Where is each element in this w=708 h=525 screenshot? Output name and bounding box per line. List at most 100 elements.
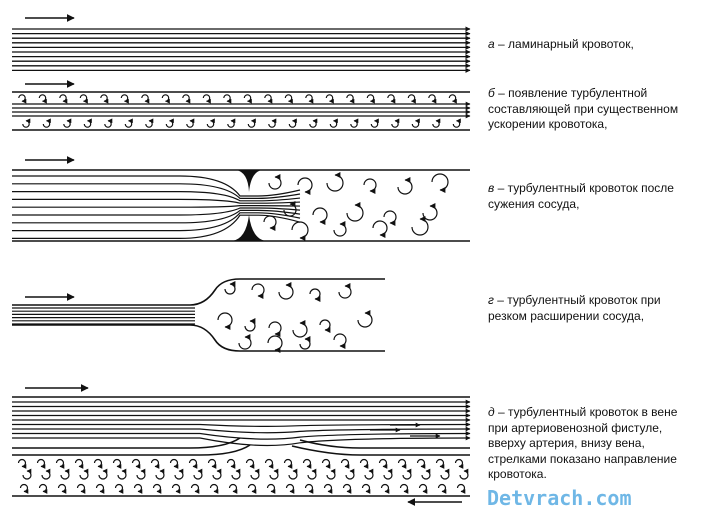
eddy-arrow [346,202,364,222]
caption-g: г – турбулентный кровоток при резком рас… [488,293,661,323]
eddy-arrow [432,118,441,128]
eddy-arrow [42,118,51,128]
streamline [12,205,301,208]
eddy-arrow [326,172,344,192]
eddy-arrow [18,94,27,104]
eddy-arrow [304,483,314,494]
eddy-arrow [346,94,355,104]
eddy-arrow [217,312,233,330]
eddy-arrow [278,282,294,300]
eddy-arrow [366,94,375,104]
eddy-arrow [321,458,331,469]
eddy-arrow [267,335,283,353]
eddy-arrow [63,118,72,128]
eddy-arrow [55,458,65,469]
eddy-arrow [38,94,47,104]
eddy-arrow [283,458,293,469]
eddy-arrow [95,483,105,494]
eddy-arrow [431,173,449,193]
eddy-arrow [288,468,298,480]
eddy-arrow [363,178,377,194]
eddy-arrow [325,94,334,104]
eddy-arrow [193,468,203,480]
eddy-arrow [120,94,129,104]
eddy-arrow [244,318,256,332]
streamline [12,183,301,199]
eddy-arrow [83,118,92,128]
streamline [12,175,301,197]
eddy-arrow [323,483,333,494]
eddy-arrow [285,483,295,494]
eddy-arrow [459,468,469,480]
eddy-arrow [22,468,32,480]
eddy-arrow [297,177,313,195]
eddy-arrow [186,118,195,128]
eddy-arrow [269,468,279,480]
eddy-arrow [309,118,318,128]
eddy-arrow [251,283,265,299]
eddy-arrow [428,94,437,104]
eddy-arrow [268,174,282,190]
eddy-arrow [150,458,160,469]
eddy-arrow [372,220,388,238]
eddy-arrow [345,468,355,480]
eddy-arrow [380,483,390,494]
eddy-arrow [79,468,89,480]
eddy-arrow [418,483,428,494]
eddy-arrow [209,483,219,494]
eddy-arrow [60,468,70,480]
eddy-arrow [411,216,429,236]
eddy-arrow [299,336,311,350]
eddy-arrow [145,118,154,128]
eddy-arrow [387,94,396,104]
eddy-arrow [141,94,150,104]
eddy-arrow [283,201,297,217]
eddy-arrow [161,94,170,104]
eddy-arrow [238,334,252,350]
eddy-arrow [407,94,416,104]
panel-a-laminar [12,14,471,74]
eddy-arrow [454,458,464,469]
eddy-arrow [319,319,331,333]
eddy-arrow [340,458,350,469]
eddy-arrow [397,458,407,469]
caption-b: б – появление турбулентной составляющей … [488,86,679,131]
vessel-wall [12,324,385,352]
eddy-arrow [190,483,200,494]
eddy-arrow [416,458,426,469]
eddy-arrow [17,458,27,469]
eddy-arrow [247,483,257,494]
eddy-arrow [133,483,143,494]
eddy-arrow [19,483,29,494]
eddy-arrow [302,458,312,469]
eddy-arrow [79,94,88,104]
eddy-arrow [171,483,181,494]
eddy-arrow [57,483,67,494]
eddy-arrow [36,458,46,469]
eddy-arrow [165,118,174,128]
eddy-arrow [452,118,461,128]
eddy-arrow [437,483,447,494]
eddy-arrow [250,468,260,480]
eddy-arrow [357,310,373,328]
streamline [12,212,301,232]
eddy-arrow [338,283,352,299]
eddy-arrow [329,118,338,128]
eddy-arrow [333,221,347,237]
eddy-arrow [350,118,359,128]
eddy-arrow [22,118,31,128]
eddy-arrow [206,118,215,128]
caption-a: а – ламинарный кровоток, [488,37,634,51]
eddy-arrow [435,458,445,469]
vein-upper-wall [12,444,251,456]
streamline [12,191,301,202]
eddy-arrow [268,321,282,337]
caption-v: в – турбулентный кровоток после сужения … [488,181,674,211]
streamline [12,426,471,434]
eddy-arrow [104,118,113,128]
eddy-arrow [74,458,84,469]
eddy-arrow [227,118,236,128]
eddy-arrow [288,118,297,128]
eddy-arrow [291,221,309,241]
eddy-arrow [326,468,336,480]
